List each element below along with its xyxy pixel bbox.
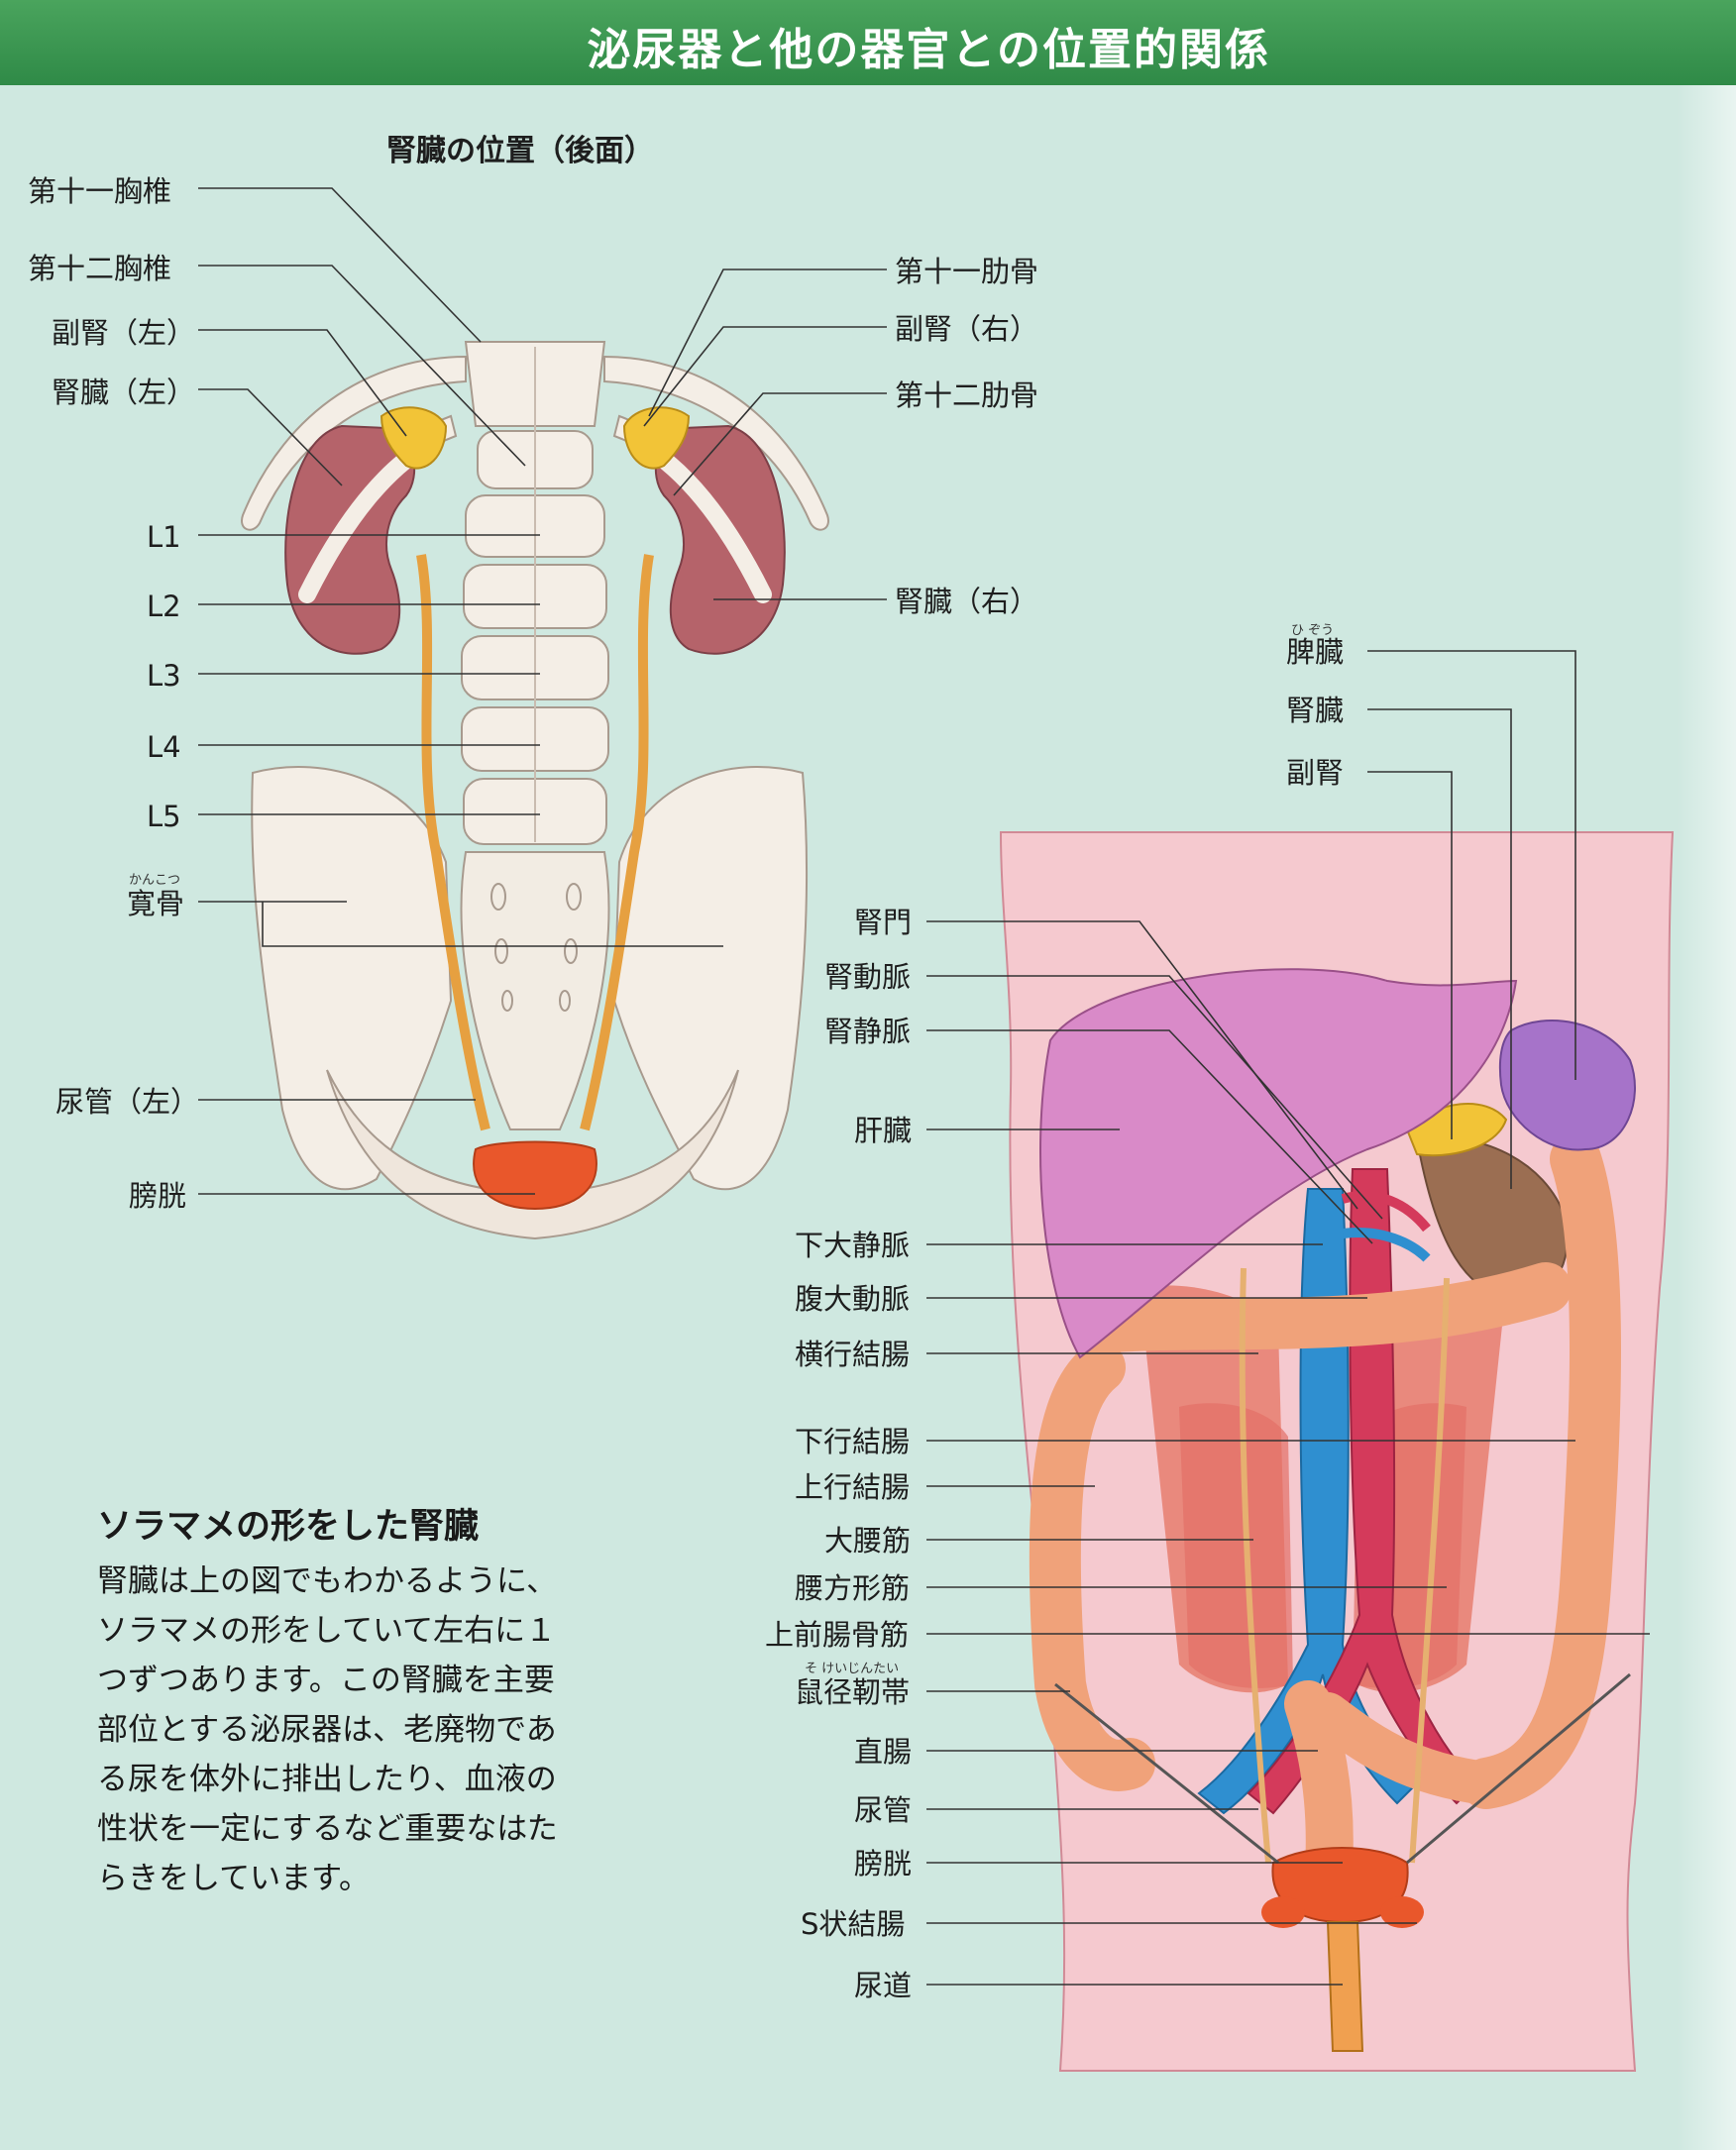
label-inguinal-ligament: 鼠径靭帯: [795, 1675, 910, 1709]
label-urethra: 尿道: [854, 1969, 912, 2002]
label-aorta: 腹大動脈: [795, 1282, 910, 1316]
header-bar: 泌尿器と他の器官との位置的関係: [0, 0, 1736, 85]
label-kidney-left: 腎臓（左）: [52, 376, 195, 409]
spine: [461, 341, 609, 845]
label-renal-vein: 腎静脈: [824, 1015, 911, 1048]
ureter-right-shape: [580, 554, 654, 1131]
descending-colon-shape: [1461, 1133, 1621, 1809]
back-view: 腎臓の位置（後面）: [28, 134, 1038, 1240]
back-view-title: 腎臓の位置（後面）: [386, 134, 654, 168]
rib-11-left: [241, 355, 467, 531]
label-transverse-colon: 横行結腸: [795, 1338, 910, 1371]
label-descending-colon: 下行結腸: [795, 1425, 910, 1458]
aorta-shape: [1247, 1168, 1478, 1815]
sacrum: [460, 851, 610, 1130]
label-rib11: 第十一肋骨: [895, 255, 1038, 288]
vena-cava-shape: [1197, 1188, 1419, 1815]
label-l1: L1: [147, 520, 181, 554]
label-t11: 第十一胸椎: [28, 174, 171, 208]
liver-shape: [1039, 968, 1518, 1359]
label-rectum: 直腸: [854, 1735, 912, 1769]
label-l2: L2: [147, 590, 181, 623]
hip-bone-right-shape: [612, 766, 809, 1191]
label-ivc: 下大静脈: [795, 1229, 910, 1262]
label-adrenal-right: 副腎（右）: [895, 312, 1038, 346]
front-view: ひ ぞう 脾臓 腎臓 副腎 腎門 腎動脈 腎静脈 肝臓 下大静脈 腹大動脈 横行…: [765, 623, 1675, 2072]
label-kidney-front: 腎臓: [1286, 694, 1344, 727]
info-line: ソラマメの形をしていて左右に１: [97, 1613, 557, 1649]
info-line: らきをしています。: [97, 1861, 370, 1896]
info-title: ソラマメの形をした腎臓: [97, 1507, 480, 1547]
adrenal-right-shape: [622, 406, 691, 470]
pelvis-ring: [326, 1069, 739, 1240]
info-line: る尿を体外に排出したり、血液の: [97, 1762, 557, 1797]
label-l4: L4: [147, 730, 181, 764]
label-iliac-spine: 上前腸骨筋: [765, 1618, 909, 1652]
page-title: 泌尿器と他の器官との位置的関係: [587, 25, 1270, 75]
info-line: 腎臓は上の図でもわかるように、: [97, 1563, 558, 1599]
ruby-inguinal: そ けいじんたい: [805, 1662, 899, 1676]
page-edge: [1677, 85, 1736, 2150]
info-body: 腎臓は上の図でもわかるように、 ソラマメの形をしていて左右に１ つずつあります。…: [97, 1557, 652, 1903]
hip-bone-left-shape: [251, 766, 453, 1191]
label-adrenal-front: 副腎: [1286, 756, 1344, 790]
label-renal-hilum: 腎門: [854, 906, 912, 939]
label-quadratus: 腰方形筋: [795, 1571, 910, 1605]
info-text-block: ソラマメの形をした腎臓 腎臓は上の図でもわかるように、 ソラマメの形をしていて左…: [97, 1498, 652, 1903]
label-liver: 肝臓: [854, 1114, 912, 1147]
label-l5: L5: [147, 800, 181, 833]
info-line: 部位とする泌尿器は、老廃物であ: [97, 1712, 557, 1748]
ruby-spleen: ひ ぞう: [1291, 623, 1334, 638]
label-ureter-left: 尿管（左）: [55, 1085, 199, 1119]
ruby-hip-bone: かんこつ: [129, 873, 180, 888]
label-ureter-front: 尿管: [854, 1793, 912, 1827]
urethra-shape: [1326, 1921, 1364, 2052]
label-bladder-front: 膀胱: [854, 1847, 912, 1881]
transverse-colon-shape: [1074, 1262, 1572, 1353]
label-sigmoid: S状結腸: [801, 1907, 905, 1941]
label-t12: 第十二胸椎: [28, 252, 171, 285]
sigmoid-shape: [1306, 1692, 1508, 1805]
info-line: 性状を一定にするなど重要なはた: [97, 1811, 558, 1847]
ascending-colon-shape: [1029, 1342, 1155, 1791]
adrenal-left-shape: [380, 406, 448, 470]
label-kidney-right: 腎臓（右）: [895, 585, 1038, 618]
bladder-back-shape: [473, 1140, 597, 1211]
label-spleen: 脾臓: [1286, 635, 1344, 669]
ureter-left-shape: [416, 554, 490, 1131]
label-renal-artery: 腎動脈: [824, 960, 911, 994]
label-psoas: 大腰筋: [824, 1524, 911, 1558]
label-ascending-colon: 上行結腸: [795, 1470, 910, 1504]
label-rib12: 第十二肋骨: [895, 378, 1038, 412]
spleen-shape: [1498, 1020, 1636, 1151]
rib-11-right: [603, 355, 829, 531]
label-bladder-back: 膀胱: [129, 1179, 186, 1213]
label-hip-bone: 寛骨: [127, 887, 184, 920]
label-adrenal-left: 副腎（左）: [52, 316, 195, 350]
label-l3: L3: [147, 659, 181, 693]
info-line: つずつあります。この腎臓を主要: [97, 1663, 555, 1698]
